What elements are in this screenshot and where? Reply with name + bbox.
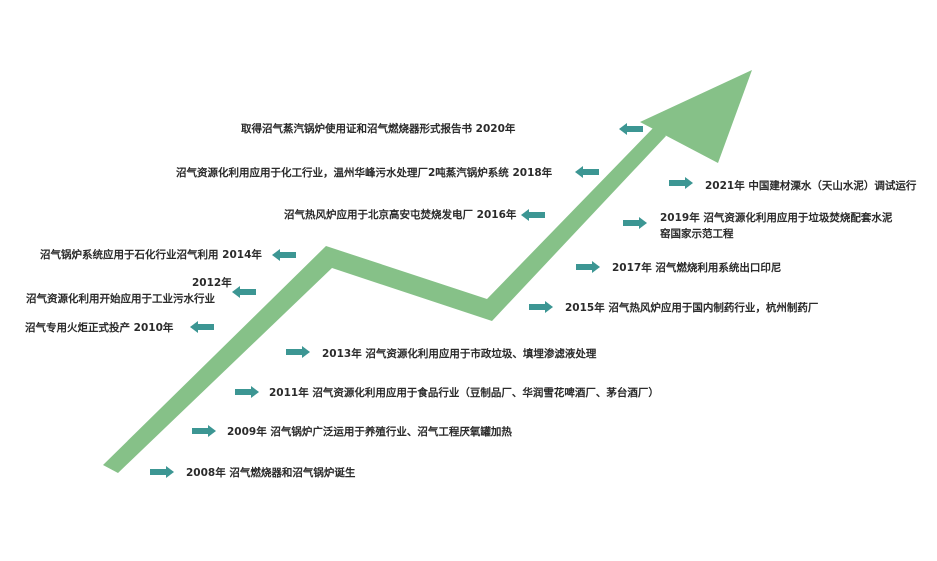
- event-2019-label-line2: 窑国家示范工程: [660, 228, 734, 240]
- event-2009-label: 2009年 沼气锅炉广泛运用于养殖行业、沼气工程厌氧罐加热: [227, 426, 512, 438]
- event-2010-label: 沼气专用火炬正式投产 2010年: [25, 322, 174, 334]
- right-arrow-icon: [235, 386, 259, 398]
- right-arrow-icon: [529, 301, 553, 313]
- left-arrow-icon: [575, 166, 599, 178]
- left-arrow-icon: [619, 123, 643, 135]
- left-arrow-icon: [272, 249, 296, 261]
- trend-arrow-head: [640, 70, 752, 163]
- right-arrow-icon: [192, 425, 216, 437]
- event-2013-label: 2013年 沼气资源化利用应用于市政垃圾、填埋渗滤液处理: [322, 348, 597, 360]
- right-arrow-icon: [576, 261, 600, 273]
- event-2012-year-label: 2012年: [192, 277, 232, 289]
- event-2018-label: 沼气资源化利用应用于化工行业，温州华峰污水处理厂2吨蒸汽锅炉系统 2018年: [176, 167, 553, 179]
- right-arrow-icon: [669, 177, 693, 189]
- right-arrow-icon: [623, 217, 647, 229]
- left-arrow-icon: [521, 209, 545, 221]
- right-arrow-icon: [150, 466, 174, 478]
- event-2011-label: 2011年 沼气资源化利用应用于食品行业（豆制品厂、华润雪花啤酒厂、茅台酒厂）: [269, 387, 659, 399]
- event-2015-label: 2015年 沼气热风炉应用于国内制药行业，杭州制药厂: [565, 302, 819, 314]
- event-2020-label: 取得沼气蒸汽锅炉使用证和沼气燃烧器形式报告书 2020年: [241, 123, 516, 135]
- event-2019-label: 2019年 沼气资源化利用应用于垃圾焚烧配套水泥: [660, 212, 893, 224]
- event-2014-label: 沼气锅炉系统应用于石化行业沼气利用 2014年: [40, 249, 262, 261]
- event-2016-label: 沼气热风炉应用于北京高安屯焚烧发电厂 2016年: [284, 209, 517, 221]
- left-arrow-icon: [190, 321, 214, 333]
- event-2012-label: 沼气资源化利用开始应用于工业污水行业: [26, 293, 215, 305]
- left-arrow-icon: [232, 286, 256, 298]
- event-2017-label: 2017年 沼气燃烧利用系统出口印尼: [612, 262, 782, 274]
- event-2021-label: 2021年 中国建材溧水（天山水泥）调试运行: [705, 180, 917, 192]
- event-2008-label: 2008年 沼气燃烧器和沼气锅炉诞生: [186, 467, 356, 479]
- right-arrow-icon: [286, 346, 310, 358]
